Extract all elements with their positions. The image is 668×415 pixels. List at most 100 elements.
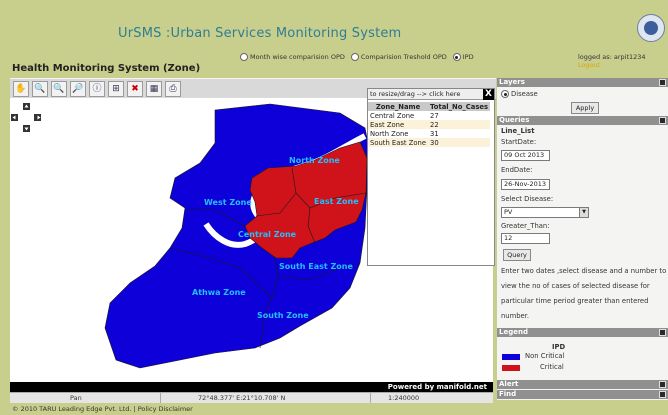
- option-threshold[interactable]: Comparision Treshold OPD: [350, 53, 447, 61]
- clear-icon[interactable]: ✖: [127, 81, 143, 97]
- disease-select[interactable]: PV ▼: [501, 207, 589, 218]
- end-date-label: EndDate:: [501, 166, 533, 174]
- status-mode: Pan: [70, 394, 82, 402]
- close-icon[interactable]: X: [483, 89, 494, 100]
- logged-user: logged as: arpit1234: [578, 53, 646, 61]
- layers-panel-header[interactable]: Layers: [497, 78, 668, 87]
- map-label-west: West Zone: [204, 198, 252, 207]
- legend-swatch-non-critical: [502, 354, 520, 360]
- powered-by-label: Powered by manifold.net: [387, 383, 487, 391]
- zone-map: [104, 103, 371, 369]
- legend-panel-header[interactable]: Legend: [497, 328, 668, 337]
- legend-title: Legend: [499, 328, 528, 336]
- collapse-icon[interactable]: [659, 381, 666, 388]
- report-type-options: Month wise comparision OPD Comparision T…: [240, 53, 474, 61]
- collapse-icon[interactable]: [659, 117, 666, 124]
- zoom-in-icon[interactable]: 🔍: [32, 81, 48, 97]
- start-date-field[interactable]: 09 Oct 2013: [501, 150, 550, 161]
- cases-cell: 30: [428, 138, 491, 147]
- cases-cell: 27: [430, 111, 439, 120]
- layer-disease[interactable]: Disease: [501, 90, 538, 98]
- alert-title: Alert: [499, 380, 519, 388]
- status-divider: [370, 393, 371, 403]
- app-title: UrSMS :Urban Services Monitoring System: [118, 26, 402, 41]
- zone-cell: North Zone: [370, 129, 409, 138]
- map-label-athwa: Athwa Zone: [192, 288, 246, 297]
- zone-cell: East Zone: [368, 120, 429, 129]
- print-icon[interactable]: ⎙: [165, 81, 181, 97]
- greater-than-label: Greater_Than:: [501, 222, 550, 230]
- radio-selected-icon[interactable]: [452, 53, 461, 61]
- disease-label: Select Disease:: [501, 195, 554, 203]
- chevron-down-icon[interactable]: ▼: [579, 208, 588, 217]
- select-icon[interactable]: ⊞: [108, 81, 124, 97]
- identify-icon[interactable]: ⓘ: [89, 81, 105, 97]
- greater-than-field[interactable]: 12: [501, 233, 550, 244]
- legend-swatch-critical: [502, 365, 520, 371]
- collapse-icon[interactable]: [659, 329, 666, 336]
- logo: [637, 14, 665, 42]
- zone-cell: Central Zone: [370, 111, 415, 120]
- radio-icon[interactable]: [240, 53, 248, 61]
- header-bar: [0, 0, 668, 66]
- table-row: Central Zone 27: [368, 111, 490, 120]
- pan-icon[interactable]: ✋: [13, 81, 29, 97]
- end-date-field[interactable]: 26-Nov-2013: [501, 179, 550, 190]
- radio-selected-icon[interactable]: [501, 90, 509, 98]
- status-scale: 1:240000: [388, 394, 420, 402]
- option-ipd[interactable]: IPD: [452, 53, 474, 61]
- help-text-line: particular time period greater than ente…: [501, 297, 649, 305]
- help-text-line: Enter two dates ,select disease and a nu…: [501, 267, 667, 275]
- side-panel: Layers Disease Apply Queries Line_List S…: [497, 78, 668, 400]
- queries-panel-header[interactable]: Queries: [497, 116, 668, 125]
- column-header: Total_No_Cases: [428, 102, 491, 111]
- table-icon[interactable]: ▦: [146, 81, 162, 97]
- status-coordinates: 72°48.377' E:21°10.708' N: [198, 394, 286, 402]
- query-button[interactable]: Query: [503, 249, 531, 261]
- table-row: North Zone 31: [368, 129, 490, 138]
- zone-boundaries: [169, 167, 367, 349]
- cases-cell: 31: [430, 129, 439, 138]
- user-info: logged as: arpit1234 Logout: [578, 53, 668, 69]
- help-text-line: view the no of cases of selected disease…: [501, 282, 650, 290]
- line-list-heading: Line_List: [501, 127, 535, 135]
- results-popup[interactable]: to resize/drag --> click here X Zone_Nam…: [367, 88, 495, 266]
- logout-link[interactable]: Logout: [578, 61, 601, 69]
- status-divider: [160, 393, 161, 403]
- popup-drag-handle[interactable]: to resize/drag --> click here: [368, 89, 494, 100]
- zoom-out-icon[interactable]: 🔍: [51, 81, 67, 97]
- option-month-wise[interactable]: Month wise comparision OPD: [240, 53, 345, 61]
- apply-button[interactable]: Apply: [571, 102, 599, 114]
- alert-panel-header[interactable]: Alert: [497, 380, 668, 389]
- collapse-icon[interactable]: [659, 79, 666, 86]
- map-label-east: East Zone: [314, 197, 359, 206]
- drag-hint: to resize/drag --> click here: [370, 90, 461, 98]
- start-date-label: StartDate:: [501, 138, 537, 146]
- column-header: Zone_Name: [368, 102, 429, 111]
- map-label-south: South Zone: [257, 311, 309, 320]
- layers-title: Layers: [499, 78, 525, 86]
- pan-control-icon[interactable]: [10, 103, 42, 133]
- cases-cell: 22: [428, 120, 491, 129]
- zoom-extent-icon[interactable]: 🔎: [70, 81, 86, 97]
- map-label-central: Central Zone: [238, 230, 297, 239]
- zone-cell: South East Zone: [368, 138, 429, 147]
- legend-heading: IPD: [552, 343, 566, 351]
- map-label-north: North Zone: [289, 156, 340, 165]
- attribution-bar: Powered by manifold.net: [10, 382, 493, 392]
- page-title: Health Monitoring System (Zone): [12, 63, 201, 74]
- table-header-row: Zone_Name Total_No_Cases: [368, 102, 491, 111]
- status-bar: Pan 72°48.377' E:21°10.708' N 1:240000: [10, 392, 493, 403]
- legend-label-non-critical: Non Critical: [525, 352, 565, 360]
- disease-value: PV: [504, 208, 513, 216]
- radio-icon[interactable]: [350, 53, 359, 61]
- queries-title: Queries: [499, 116, 530, 124]
- collapse-icon[interactable]: [659, 391, 666, 398]
- footer-text: © 2010 TARU Leading Edge Pvt. Ltd. | Pol…: [12, 405, 193, 413]
- map-label-south-east: South East Zone: [279, 262, 353, 271]
- find-title: Find: [499, 390, 517, 398]
- find-panel-header[interactable]: Find: [497, 390, 668, 399]
